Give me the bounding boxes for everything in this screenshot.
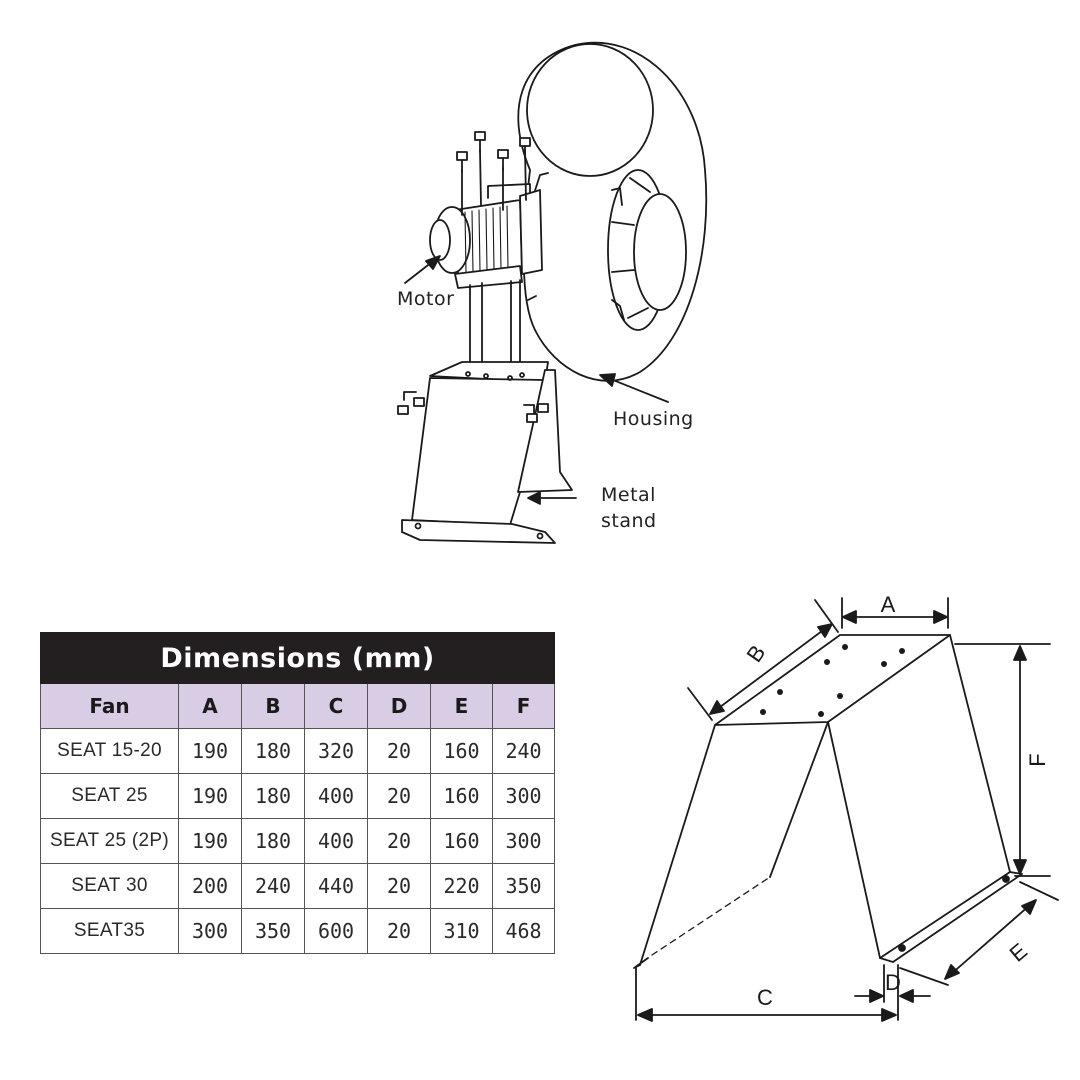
table-cell: 160 bbox=[430, 728, 493, 774]
table-cell: 220 bbox=[430, 863, 493, 909]
dimensions-table: Dimensions (mm) Fan A B C D E F SEAT 15-… bbox=[39, 632, 556, 954]
housing-label: Housing bbox=[613, 408, 694, 430]
table-row: SEAT 25 (2P) 190 180 400 20 160 300 bbox=[40, 818, 556, 864]
table-cell: 200 bbox=[178, 863, 242, 909]
stand-left-leg bbox=[639, 724, 716, 966]
table-cell: 300 bbox=[491, 818, 556, 864]
metal-stand-label-line1: Metal bbox=[601, 484, 656, 506]
table-cell: SEAT 30 bbox=[40, 863, 179, 909]
table-cell: 400 bbox=[304, 773, 368, 819]
table-cell: 20 bbox=[367, 818, 431, 864]
table-cell: 468 bbox=[491, 908, 556, 954]
table-cell: 180 bbox=[241, 728, 305, 774]
bolts bbox=[456, 131, 531, 173]
table-cell: 190 bbox=[178, 773, 242, 819]
column-header: A bbox=[178, 683, 242, 729]
table-cell: 350 bbox=[491, 863, 556, 909]
table-cell: 300 bbox=[491, 773, 556, 819]
housing-outlet bbox=[526, 43, 654, 177]
table-cell: 300 bbox=[178, 908, 242, 954]
table-row: SEAT 15-20 190 180 320 20 160 240 bbox=[40, 728, 556, 774]
table-cell: SEAT 25 bbox=[40, 773, 179, 819]
table-cell: 160 bbox=[430, 773, 493, 819]
table-cell: 240 bbox=[241, 863, 305, 909]
table-cell: 20 bbox=[367, 863, 431, 909]
dim-label-c: C bbox=[757, 985, 773, 1010]
table-cell: 190 bbox=[178, 818, 242, 864]
table-cell: 350 bbox=[241, 908, 305, 954]
stand-foot-flange bbox=[879, 871, 1023, 963]
housing-inlet-inner bbox=[633, 193, 687, 311]
table-cell: SEAT 15-20 bbox=[40, 728, 179, 774]
table-cell: 20 bbox=[367, 773, 431, 819]
table-header-row: Fan A B C D E F bbox=[40, 683, 556, 729]
table-cell: 180 bbox=[241, 818, 305, 864]
table-cell: 600 bbox=[304, 908, 368, 954]
column-header: B bbox=[241, 683, 305, 729]
column-header: F bbox=[491, 683, 556, 729]
table-cell: 190 bbox=[178, 728, 242, 774]
metal-stand-foot bbox=[401, 519, 556, 544]
motor-label: Motor bbox=[397, 288, 455, 310]
table-cell: 240 bbox=[491, 728, 556, 774]
dim-label-f: F bbox=[1025, 753, 1050, 766]
column-header: Fan bbox=[40, 683, 179, 729]
column-header: E bbox=[430, 683, 493, 729]
table-cell: 320 bbox=[304, 728, 368, 774]
table-cell: 310 bbox=[430, 908, 493, 954]
table-cell: 440 bbox=[304, 863, 368, 909]
metal-stand-label: Metal stand bbox=[601, 482, 657, 534]
dim-label-e: E bbox=[1005, 938, 1032, 967]
column-header: C bbox=[304, 683, 368, 729]
metal-stand-right-leg bbox=[517, 369, 573, 493]
table-row: SEAT 30 200 240 440 20 220 350 bbox=[40, 863, 556, 909]
table-cell: 160 bbox=[430, 818, 493, 864]
table-row: SEAT35 300 350 600 20 310 468 bbox=[40, 908, 556, 954]
metal-stand-left-leg bbox=[411, 377, 546, 526]
stand-dimension-diagram bbox=[633, 597, 1059, 1022]
table-cell: 20 bbox=[367, 908, 431, 954]
table-cell: SEAT 25 (2P) bbox=[40, 818, 179, 864]
dim-label-a: A bbox=[881, 592, 896, 617]
table-cell: 20 bbox=[367, 728, 431, 774]
table-cell: 180 bbox=[241, 773, 305, 819]
dim-label-b: B bbox=[742, 640, 771, 666]
table-cell: 400 bbox=[304, 818, 368, 864]
table-title: Dimensions (mm) bbox=[39, 632, 556, 684]
table-cell: SEAT35 bbox=[40, 908, 179, 954]
metal-stand-label-line2: stand bbox=[601, 510, 657, 532]
dim-label-d: D bbox=[885, 970, 901, 995]
column-header: D bbox=[367, 683, 431, 729]
fan-assembly-drawing bbox=[397, 41, 708, 544]
stand-right-leg bbox=[827, 721, 881, 959]
table-row: SEAT 25 190 180 400 20 160 300 bbox=[40, 773, 556, 819]
